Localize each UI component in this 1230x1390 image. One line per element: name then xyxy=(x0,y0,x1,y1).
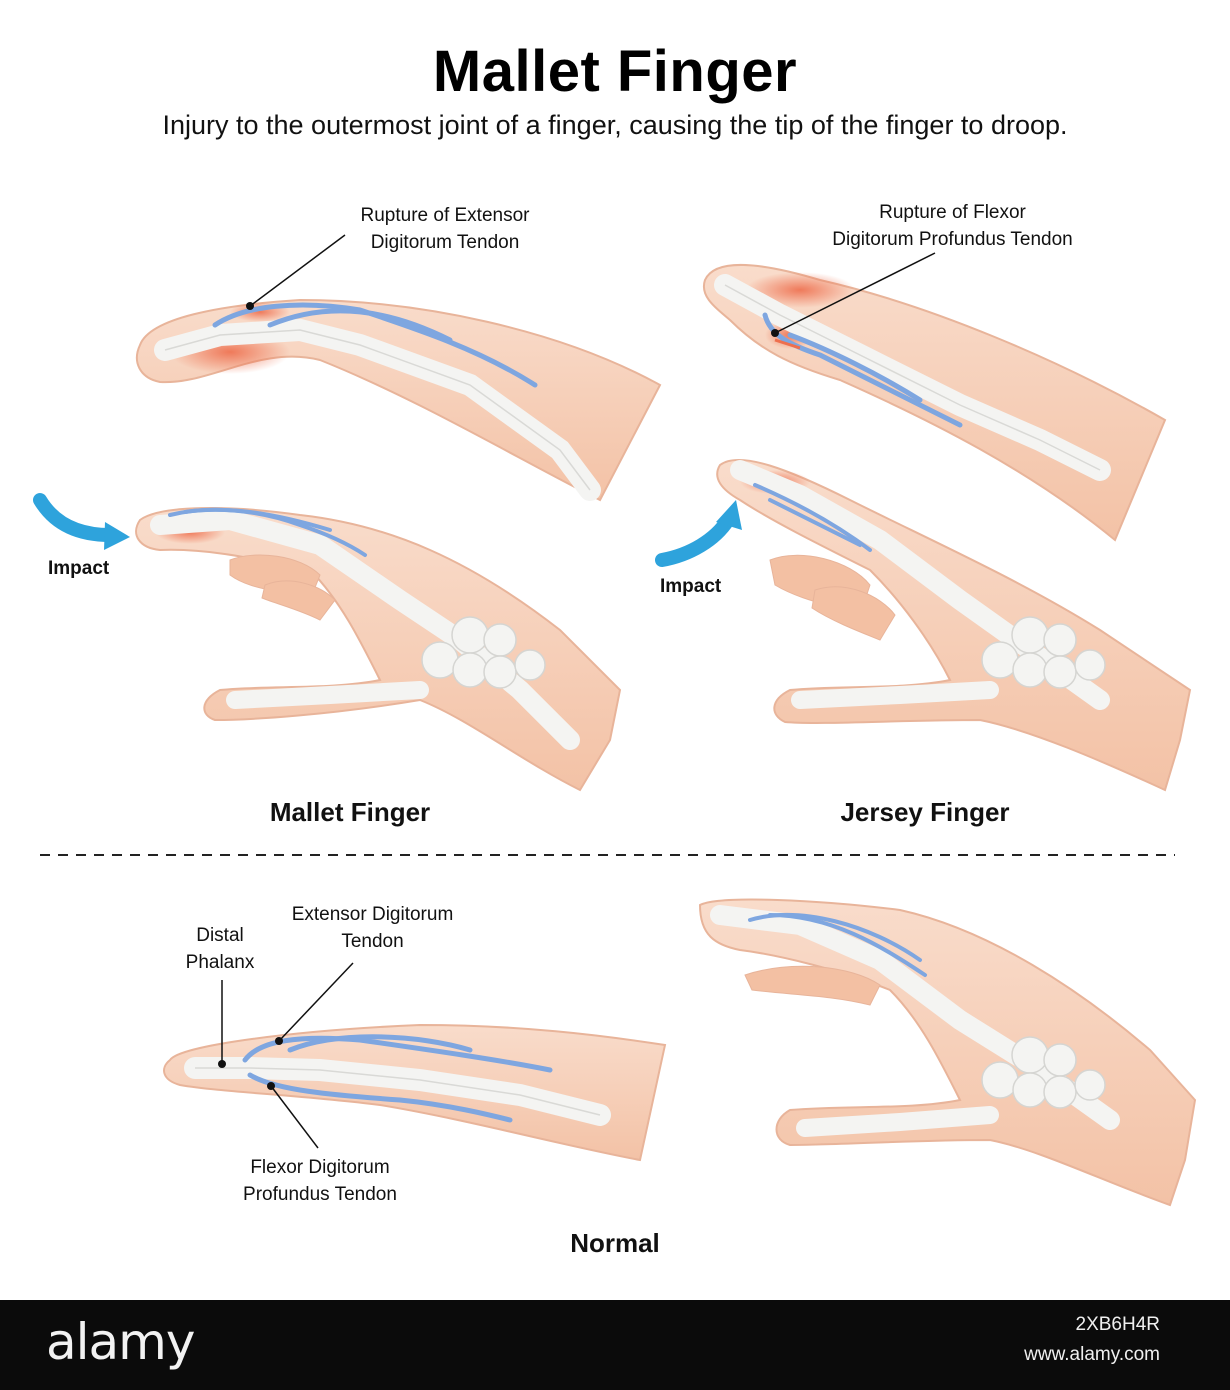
image-id: 2XB6H4R xyxy=(1075,1314,1161,1335)
jersey-impact-arrow xyxy=(655,513,735,567)
page-subtitle: Injury to the outermost joint of a finge… xyxy=(162,110,1068,140)
distal-phalanx-label: Distal Phalanx xyxy=(170,923,270,976)
mallet-caption: Mallet Finger xyxy=(269,797,431,827)
jersey-rupture-label-line1: Rupture of Flexor xyxy=(879,202,1026,223)
page-title: Mallet Finger xyxy=(432,39,798,104)
jersey-finger-closeup xyxy=(702,252,1167,542)
jersey-impact-label: Impact xyxy=(660,576,722,597)
mallet-rupture-leader-line xyxy=(249,234,346,307)
jersey-caption: Jersey Finger xyxy=(840,797,1010,827)
jersey-hand xyxy=(655,458,1192,792)
distal-phalanx-label-line1: Distal xyxy=(196,925,244,946)
mallet-impact-label: Impact xyxy=(48,558,110,579)
mallet-impact-arrow xyxy=(33,493,117,542)
extensor-tendon-label-line2: Tendon xyxy=(341,930,404,952)
normal-hand xyxy=(698,898,1197,1207)
normal-finger-closeup xyxy=(163,962,667,1162)
extensor-tendon-label-line1: Extensor Digitorum xyxy=(291,904,454,925)
mallet-hand xyxy=(33,493,622,792)
distal-phalanx-label-line2: Phalanx xyxy=(185,951,255,973)
extensor-tendon-label: Extensor Digitorum Tendon xyxy=(270,902,475,955)
site-url: www.alamy.com xyxy=(1024,1344,1160,1365)
mallet-rupture-label: Rupture of Extensor Digitorum Tendon xyxy=(330,203,560,256)
illustration xyxy=(33,234,1197,1207)
jersey-rupture-leader-line xyxy=(774,252,936,334)
mallet-finger-closeup xyxy=(135,234,662,502)
footer-bar xyxy=(0,1300,1230,1390)
flexor-tendon-label: Flexor Digitorum Profundus Tendon xyxy=(220,1155,420,1208)
jersey-rupture-label-line2: Digitorum Profundus Tendon xyxy=(832,228,1073,250)
brand-logo: alamy xyxy=(46,1313,195,1371)
jersey-rupture-label: Rupture of Flexor Digitorum Profundus Te… xyxy=(800,200,1105,253)
normal-caption: Normal xyxy=(570,1228,660,1258)
mallet-rupture-label-line1: Rupture of Extensor xyxy=(360,205,530,226)
flexor-tendon-label-line1: Flexor Digitorum xyxy=(250,1157,390,1178)
flexor-tendon-label-line2: Profundus Tendon xyxy=(243,1183,397,1205)
mallet-rupture-label-line2: Digitorum Tendon xyxy=(370,231,520,253)
